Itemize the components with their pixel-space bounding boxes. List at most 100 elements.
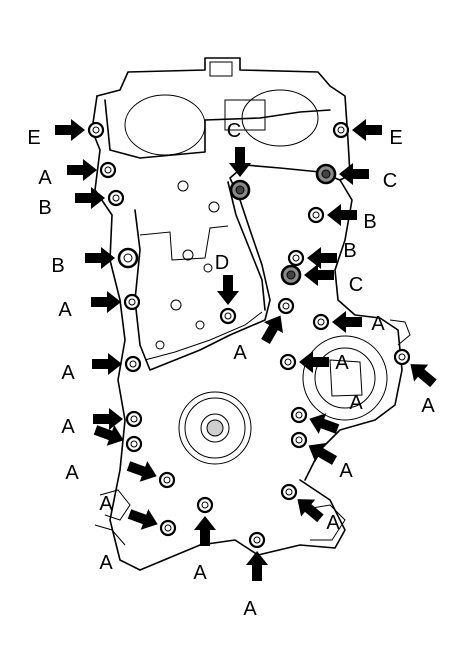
cover-right-edge: [304, 179, 403, 481]
callout-arrow-20: [93, 425, 124, 446]
bolt-b-4: [107, 189, 125, 207]
bolt-a-19: [290, 406, 308, 424]
bolt-e-1: [87, 121, 105, 139]
callout-arrow-2: [352, 119, 382, 141]
chain-channel-lip: [144, 311, 263, 361]
callout-arrow-16: [299, 351, 329, 373]
callout-arrow-25: [127, 509, 158, 530]
callout-label-b-7: B: [363, 211, 376, 233]
cross-rib: [139, 225, 229, 261]
callout-label-a-17: A: [421, 395, 435, 417]
cam-sprocket-right: [241, 89, 319, 147]
callout-arrow-17: [410, 364, 437, 388]
bolt-a-21: [290, 431, 308, 449]
callout-label-a-24: A: [326, 512, 340, 534]
callout-arrow-5: [229, 147, 251, 177]
callout-arrow-26: [246, 551, 268, 581]
callout-arrow-9: [307, 247, 337, 269]
bolt-a-23: [196, 496, 214, 514]
callout-label-b-9: B: [343, 240, 356, 262]
callout-arrow-11: [304, 264, 334, 286]
callout-arrow-4: [75, 187, 105, 209]
callout-label-a-20: A: [65, 462, 79, 484]
callout-arrow-15: [92, 353, 122, 375]
callout-arrow-13: [261, 315, 284, 345]
crankshaft-pulley: [178, 391, 252, 465]
callout-label-b-8: B: [51, 255, 64, 277]
chain-channel-right: [227, 181, 266, 311]
bolt-a-20: [125, 435, 143, 453]
lower-left-bracket: [94, 489, 131, 546]
callout-arrow-23: [194, 516, 216, 546]
bolt-a-16: [279, 353, 297, 371]
cam-housing-inner: [104, 99, 331, 159]
bolt-c-11: [280, 264, 302, 286]
callout-label-a-13: A: [233, 342, 247, 364]
callout-label-c-6: C: [383, 170, 397, 192]
bolt-c-5: [229, 179, 251, 201]
casting-holes: [155, 180, 220, 350]
callout-label-a-23: A: [193, 562, 207, 584]
callout-arrow-24: [297, 499, 324, 523]
callout-label-c-11: C: [349, 274, 363, 296]
bolt-b-8: [117, 247, 139, 269]
callout-label-a-26: A: [243, 598, 257, 620]
callout-label-a-16: A: [335, 352, 349, 374]
callout-label-a-15: A: [61, 362, 75, 384]
bolt-a-13: [277, 297, 295, 315]
callout-arrow-8: [85, 247, 115, 269]
callout-label-d-10: D: [215, 252, 229, 274]
callout-label-a-12: A: [58, 299, 72, 321]
lower-right-bracket: [299, 504, 346, 541]
callout-label-c-5: C: [227, 120, 241, 142]
callout-label-a-25: A: [99, 552, 113, 574]
water-pump: [302, 319, 411, 421]
bolt-a-15: [124, 355, 142, 373]
cam-housing-outline: [96, 57, 351, 181]
bolt-a-25: [159, 519, 177, 537]
callout-arrow-14: [332, 311, 362, 333]
bolt-d-10: [219, 307, 237, 325]
callout-arrow-6: [339, 163, 369, 185]
cover-left-edge: [91, 95, 141, 571]
callout-arrow-3: [67, 159, 97, 181]
callout-label-a-14: A: [371, 313, 385, 335]
callout-label-b-4: B: [38, 197, 51, 219]
callout-label-a-21: A: [339, 460, 353, 482]
top-tab: [209, 61, 233, 77]
bolt-a-12: [123, 293, 141, 311]
callout-label-a-19: A: [349, 392, 363, 414]
bolt-a-18: [125, 410, 143, 428]
bolts-layer: [87, 121, 411, 549]
bolt-a-24: [280, 483, 298, 501]
bolt-a-3: [99, 161, 117, 179]
callout-arrow-10: [217, 275, 239, 305]
timing-cover-drawing: [91, 57, 411, 571]
callout-arrow-22: [126, 461, 157, 482]
bolt-a-26: [248, 531, 266, 549]
callout-label-a-22: A: [99, 493, 113, 515]
bolt-b-7: [307, 206, 325, 224]
chain-channel-left: [134, 164, 341, 371]
cam-sprocket-left: [124, 94, 206, 156]
callout-arrow-21: [308, 442, 338, 465]
callout-label-a-3: A: [38, 167, 52, 189]
callout-arrow-19: [309, 413, 340, 434]
bolt-a-14: [312, 313, 330, 331]
callout-arrow-18: [93, 408, 123, 430]
bolt-b-9: [287, 249, 305, 267]
callout-label-a-18: A: [61, 416, 75, 438]
bolt-a-17: [393, 348, 411, 366]
callout-arrow-7: [327, 204, 357, 226]
bolt-e-2: [332, 121, 350, 139]
arrows-layer: [55, 119, 437, 581]
callout-label-e-2: E: [389, 127, 402, 149]
bolt-c-6: [315, 163, 337, 185]
bolt-a-22: [158, 471, 176, 489]
callout-arrow-1: [55, 119, 85, 141]
callout-label-e-1: E: [27, 127, 40, 149]
cam-window: [224, 99, 266, 131]
